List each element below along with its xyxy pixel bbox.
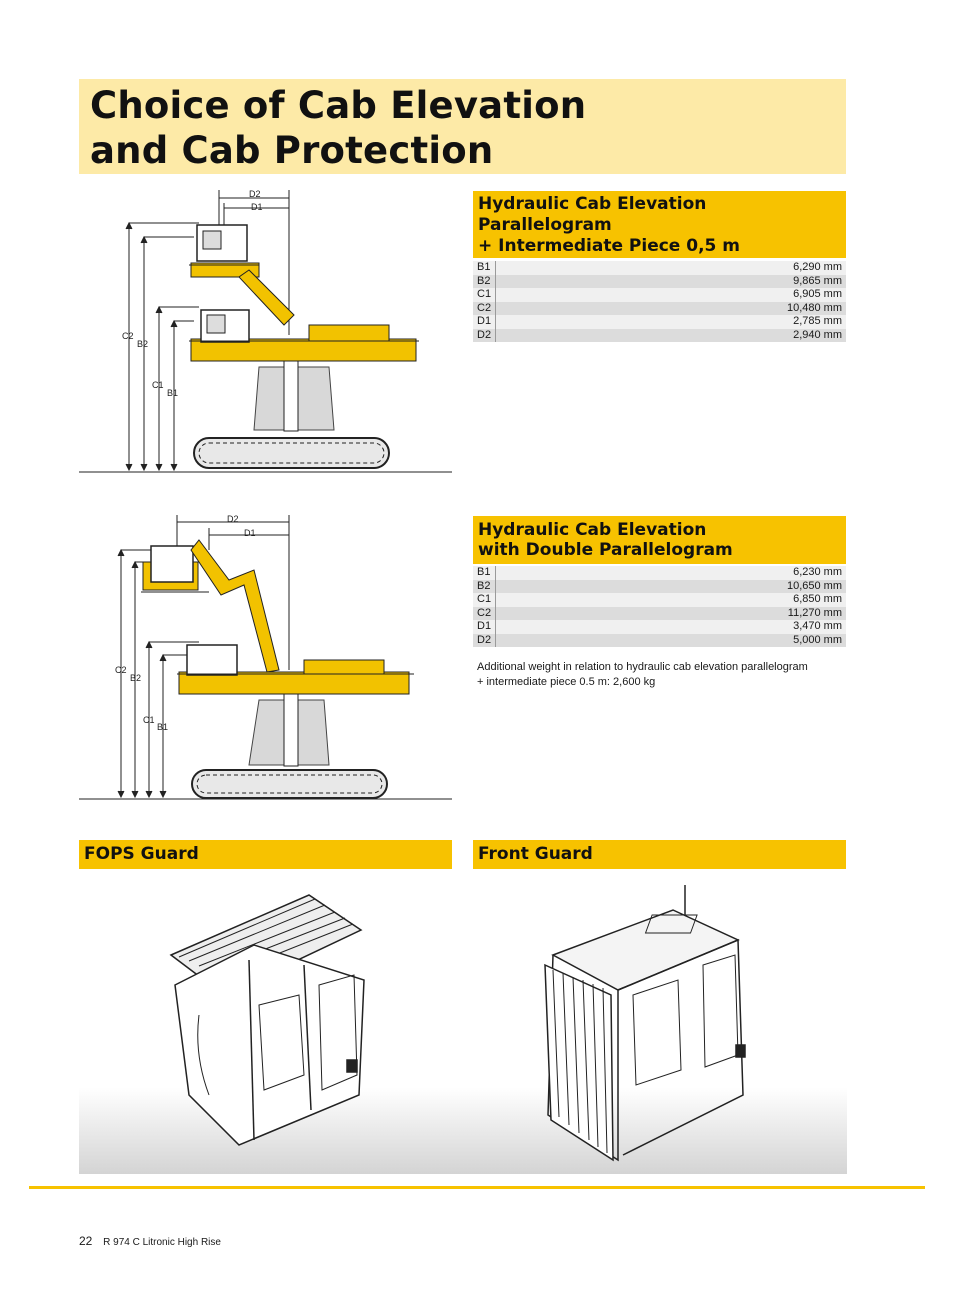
table-row: B2 9,865 mm	[473, 274, 846, 288]
table-row: B1 6,290 mm	[473, 261, 846, 275]
table-row: C2 11,270 mm	[473, 606, 846, 620]
fops-guard-image	[79, 885, 473, 1174]
footer-model: R 974 C Litronic High Rise	[103, 1237, 221, 1248]
row-key: C2	[473, 606, 497, 620]
row-value: 10,480 mm	[786, 301, 842, 314]
section1-heading-line-1: Hydraulic Cab Elevation	[478, 194, 707, 214]
label-c1: C1	[152, 380, 164, 390]
label-c2: C2	[122, 331, 134, 341]
row-key: D1	[473, 315, 497, 329]
row-value: 2,785 mm	[793, 315, 842, 327]
cab-elevation-diagram-2: D2 D1 C2 B2 C1 B1	[79, 514, 452, 800]
additional-weight-note: Additional weight in relation to hydraul…	[477, 660, 847, 690]
table-row: C2 10,480 mm	[473, 301, 846, 315]
row-value: 6,905 mm	[793, 288, 842, 300]
table-row: C1 6,905 mm	[473, 288, 846, 302]
excavator-illustration-1	[189, 224, 419, 469]
label-d2: D2	[227, 514, 239, 524]
row-key: B2	[473, 274, 497, 288]
section1-heading-line-3: + Intermediate Piece 0,5 m	[478, 236, 741, 256]
footer-divider	[29, 1186, 925, 1189]
front-guard-title: Front Guard	[478, 844, 593, 864]
row-value: 6,230 mm	[793, 566, 842, 578]
label-c1: C1	[143, 715, 155, 725]
page-title: Choice of Cab Elevation and Cab Protecti…	[90, 83, 586, 173]
title-line-1: Choice of Cab Elevation	[90, 84, 587, 127]
note-line-2: + intermediate piece 0.5 m: 2,600 kg	[477, 676, 656, 688]
row-value: 2,940 mm	[793, 328, 842, 341]
section1-spec-table: B1 6,290 mm B2 9,865 mm C1 6,905 mm C2 10,48…	[473, 261, 846, 342]
row-value: 6,290 mm	[793, 261, 842, 273]
cab-elevation-diagram-1: D2 D1 C2 B2 C1 B1	[79, 189, 452, 473]
table-row: D2 2,940 mm	[473, 328, 846, 342]
title-line-2: and Cab Protection	[90, 129, 494, 172]
label-d1: D1	[251, 202, 263, 212]
front-guard-image	[473, 885, 847, 1174]
table-row: B2 10,650 mm	[473, 579, 846, 593]
note-line-1: Additional weight in relation to hydraul…	[477, 661, 808, 673]
label-d1: D1	[244, 528, 256, 538]
label-c2: C2	[115, 665, 127, 675]
label-b2: B2	[137, 339, 148, 349]
row-value: 9,865 mm	[793, 274, 842, 287]
row-key: D2	[473, 328, 497, 342]
row-value: 5,000 mm	[793, 633, 842, 646]
label-b1: B1	[157, 722, 168, 732]
label-d2: D2	[249, 189, 261, 199]
row-key: B1	[473, 261, 497, 275]
footer: 22 R 974 C Litronic High Rise	[79, 1234, 221, 1248]
page-number: 22	[79, 1234, 93, 1248]
row-key: B2	[473, 579, 497, 593]
table-row: C1 6,850 mm	[473, 593, 846, 607]
section2-spec-table: B1 6,230 mm B2 10,650 mm C1 6,850 mm C2 11,2…	[473, 566, 846, 647]
row-key: C1	[473, 593, 497, 607]
table-row: D1 3,470 mm	[473, 620, 846, 634]
row-key: B1	[473, 566, 497, 580]
label-b2: B2	[130, 673, 141, 683]
row-value: 6,850 mm	[793, 593, 842, 605]
row-value: 10,650 mm	[786, 579, 842, 592]
fops-guard-title: FOPS Guard	[84, 844, 199, 864]
section1-heading-line-2: Parallelogram	[478, 215, 612, 235]
table-row: D2 5,000 mm	[473, 633, 846, 647]
row-key: D2	[473, 633, 497, 647]
row-key: D1	[473, 620, 497, 634]
title-band: Choice of Cab Elevation and Cab Protecti…	[79, 79, 846, 174]
section2-heading-line-1: Hydraulic Cab Elevation	[478, 520, 707, 540]
fops-guard-heading: FOPS Guard	[79, 840, 452, 869]
section2-heading: Hydraulic Cab Elevation with Double Para…	[473, 516, 846, 564]
label-b1: B1	[167, 388, 178, 398]
row-key: C2	[473, 301, 497, 315]
section1-heading: Hydraulic Cab Elevation Parallelogram + …	[473, 191, 846, 258]
row-value: 11,270 mm	[787, 606, 842, 619]
excavator-illustration-2	[141, 539, 414, 799]
table-row: D1 2,785 mm	[473, 315, 846, 329]
row-value: 3,470 mm	[793, 620, 842, 632]
section2-heading-line-2: with Double Parallelogram	[478, 540, 733, 560]
table-row: B1 6,230 mm	[473, 566, 846, 580]
front-guard-heading: Front Guard	[473, 840, 846, 869]
row-key: C1	[473, 288, 497, 302]
